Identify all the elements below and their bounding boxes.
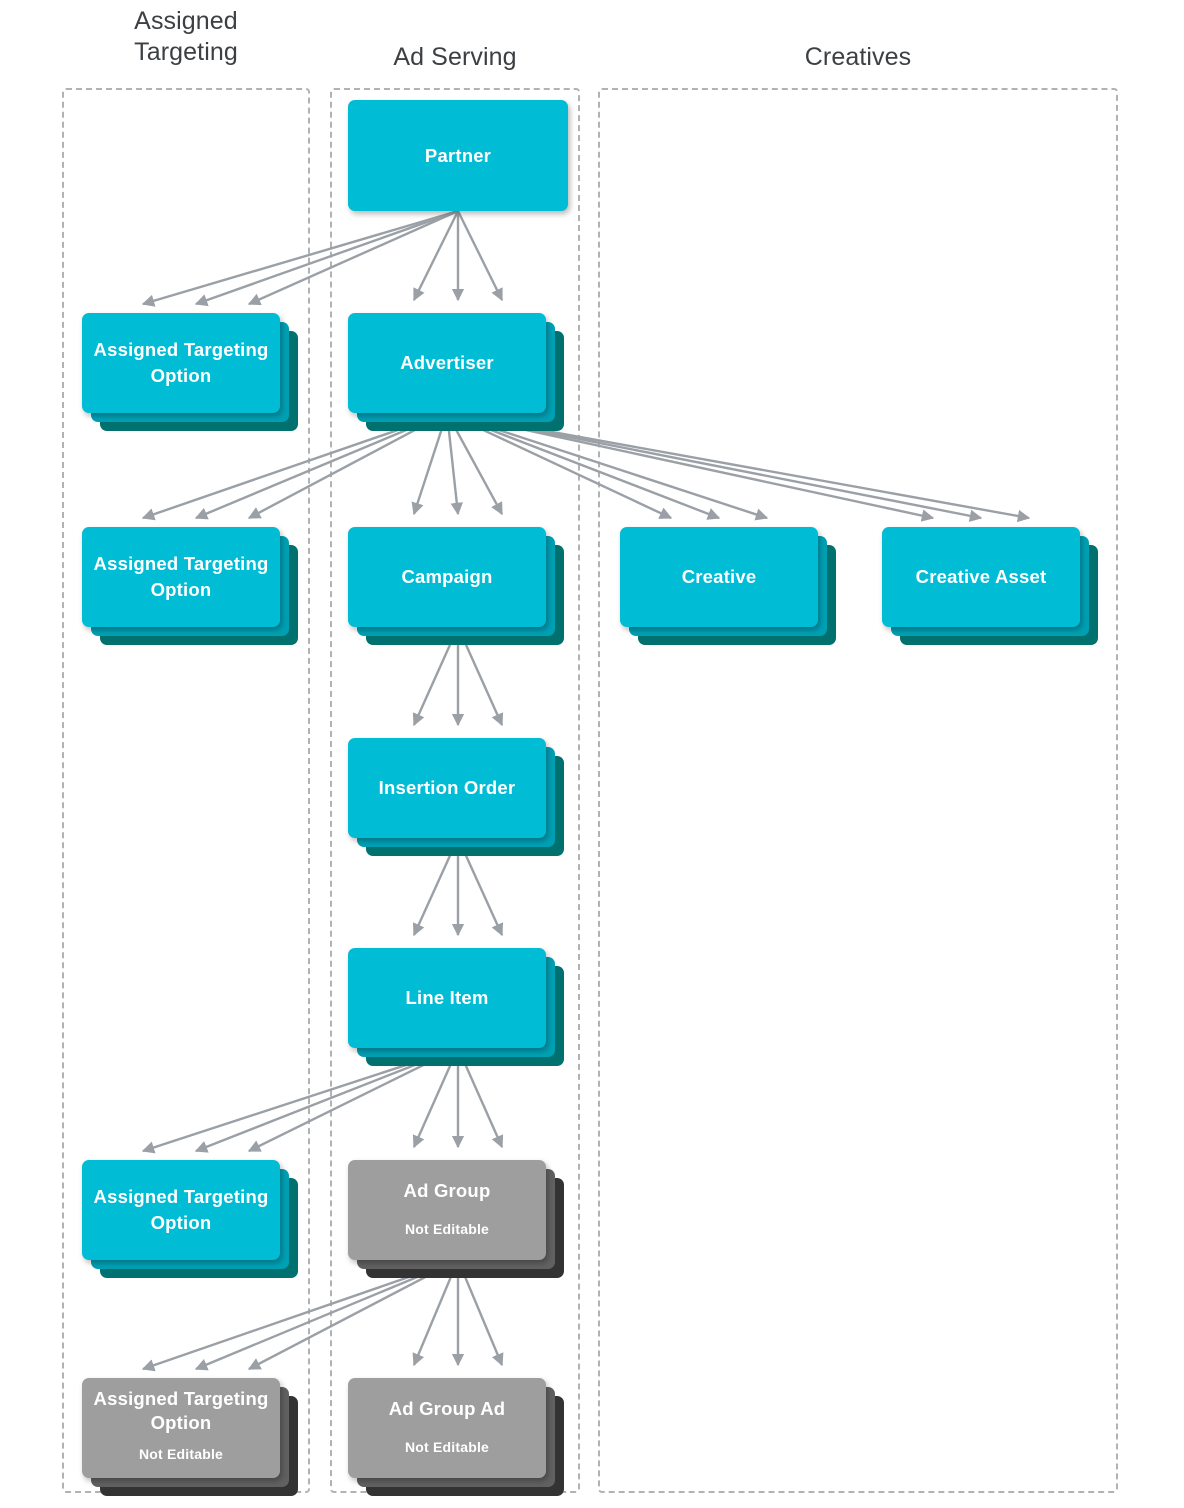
node-card: Line Item xyxy=(348,948,546,1048)
node-label: Assigned Targeting Option xyxy=(93,1388,269,1433)
group-container-assigned-targeting xyxy=(62,88,310,1493)
node-card: Creative Asset xyxy=(882,527,1080,627)
node-editability-note: Not Editable xyxy=(404,1439,490,1455)
node-card: Assigned Targeting Option Not Editable xyxy=(82,1378,280,1478)
node-line-item[interactable]: Line Item xyxy=(348,948,564,1066)
node-label: Creative Asset xyxy=(915,566,1047,587)
node-editability-note: Not Editable xyxy=(138,1446,224,1462)
group-container-creatives xyxy=(598,88,1118,1493)
node-ad-group-ad[interactable]: Ad Group Ad Not Editable xyxy=(348,1378,564,1496)
node-label: Assigned Targeting Option xyxy=(93,339,269,386)
node-label: Creative xyxy=(681,566,757,587)
node-label: Campaign xyxy=(401,566,493,587)
node-editability-note: Not Editable xyxy=(404,1221,490,1237)
node-assigned-targeting-option-line-item[interactable]: Assigned Targeting Option xyxy=(82,1160,298,1278)
column-title-line-2: Targeting xyxy=(134,38,238,66)
node-label: Assigned Targeting Option xyxy=(93,553,269,600)
node-ad-group[interactable]: Ad Group Not Editable xyxy=(348,1160,564,1278)
node-advertiser[interactable]: Advertiser xyxy=(348,313,564,431)
node-assigned-targeting-option-partner[interactable]: Assigned Targeting Option xyxy=(82,313,298,431)
node-partner-card: Partner xyxy=(348,100,568,211)
node-partner[interactable]: Partner xyxy=(348,100,568,211)
column-title-ad-serving: Ad Serving xyxy=(393,43,517,71)
node-label: Line Item xyxy=(405,987,489,1008)
node-card: Insertion Order xyxy=(348,738,546,838)
node-label: Ad Group Ad xyxy=(388,1398,506,1419)
node-label: Insertion Order xyxy=(378,777,516,798)
node-label: Assigned Targeting Option xyxy=(93,1186,269,1233)
node-card: Assigned Targeting Option xyxy=(82,1160,280,1260)
node-campaign[interactable]: Campaign xyxy=(348,527,564,645)
node-label: Ad Group xyxy=(403,1180,491,1201)
node-label: Advertiser xyxy=(400,352,494,373)
node-card: Advertiser xyxy=(348,313,546,413)
node-card: Campaign xyxy=(348,527,546,627)
column-title-creatives: Creatives xyxy=(804,43,912,71)
node-creative[interactable]: Creative xyxy=(620,527,836,645)
node-card: Creative xyxy=(620,527,818,627)
node-card: Ad Group Ad Not Editable xyxy=(348,1378,546,1478)
node-card: Assigned Targeting Option xyxy=(82,527,280,627)
node-insertion-order[interactable]: Insertion Order xyxy=(348,738,564,856)
node-assigned-targeting-option-ad-group[interactable]: Assigned Targeting Option Not Editable xyxy=(82,1378,298,1496)
column-title-assigned-targeting: Assigned Targeting xyxy=(62,6,310,68)
node-creative-asset[interactable]: Creative Asset xyxy=(882,527,1098,645)
node-assigned-targeting-option-advertiser[interactable]: Assigned Targeting Option xyxy=(82,527,298,645)
node-card: Ad Group Not Editable xyxy=(348,1160,546,1260)
column-title-line-1: Assigned xyxy=(134,7,238,35)
node-card: Assigned Targeting Option xyxy=(82,313,280,413)
node-partner-label: Partner xyxy=(424,144,492,166)
